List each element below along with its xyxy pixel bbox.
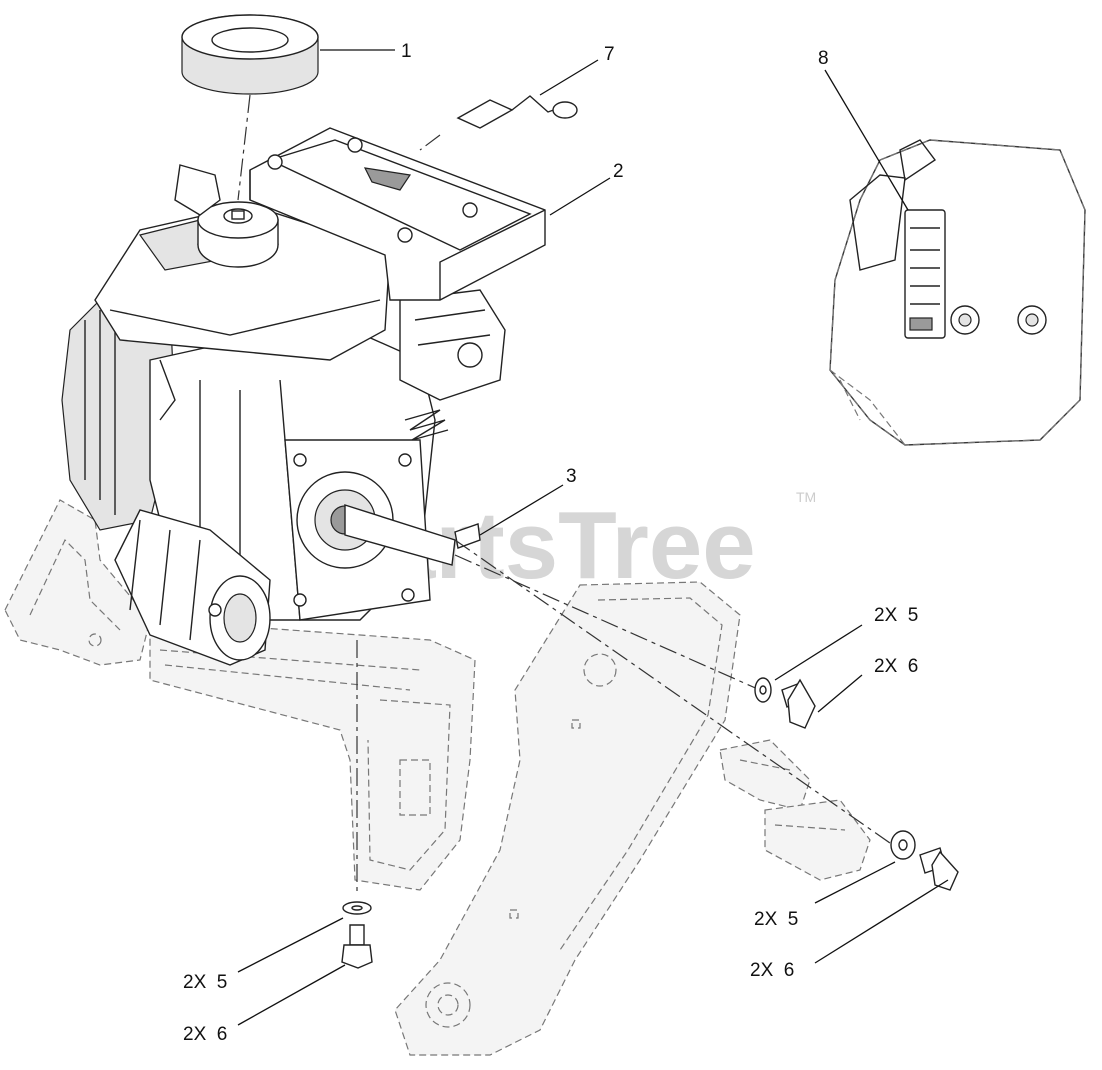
hardware-lower-right (890, 830, 959, 891)
electric-starter (114, 509, 271, 666)
part-1-gasket-ring (181, 14, 319, 201)
assembly-centerlines (356, 539, 901, 895)
part-3-shaft-key (454, 523, 481, 549)
left-mount-plate (4, 499, 151, 666)
watermark-trademark: TM (796, 489, 816, 505)
callout-2x6-bottom-left: 2X 6 (183, 1024, 227, 1045)
callout-7: 7 (604, 44, 615, 65)
hardware-upper-right (754, 677, 816, 729)
callout-2x5-bottom-left: 2X 5 (183, 972, 227, 993)
part-7-key (419, 95, 578, 151)
callout-2x5-upper-right: 2X 5 (874, 605, 918, 626)
center-mount-plate (149, 619, 476, 891)
callout-leaders (237, 49, 949, 1026)
callout-8: 8 (818, 48, 829, 69)
right-side-bracket (719, 739, 871, 881)
callout-2x6-lower-right: 2X 6 (750, 960, 794, 981)
frame-bracket (394, 581, 741, 1056)
callout-1: 1 (401, 41, 412, 62)
callout-2x6-upper-right: 2X 6 (874, 656, 918, 677)
hardware-bottom-center (341, 901, 373, 969)
callout-3: 3 (566, 466, 577, 487)
callout-2x5-lower-right: 2X 5 (754, 909, 798, 930)
part-2-valve-cover (249, 127, 546, 301)
part-8-decal-inset (829, 139, 1086, 446)
callout-labels: 1 7 2 8 3 2X 5 2X 6 2X 5 2X 6 2X 5 2X 6 (183, 41, 918, 1045)
callout-2: 2 (613, 161, 624, 182)
